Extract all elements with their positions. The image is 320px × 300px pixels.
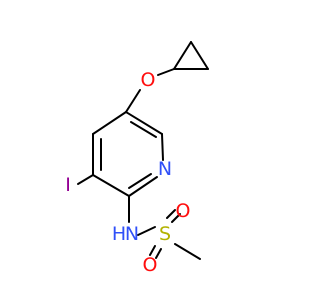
bond-n1-c2 [128, 176, 158, 197]
bond-c5-c6-double [130, 121, 157, 138]
sulfur-label: S [159, 223, 171, 245]
bond-c4-c5 [92, 111, 127, 135]
bond-c3-iodine [77, 174, 94, 185]
bond-cyclopropyl-2 [173, 41, 192, 70]
pyridine-ring [92, 111, 164, 197]
hydrogen-amide-label: H [112, 223, 126, 245]
bond-sulfur-oxygen-1b [166, 209, 176, 219]
bond-cyclopropyl-3 [190, 41, 209, 70]
bond-oxygen-ring [125, 89, 141, 113]
bond-sulfur-methyl [174, 243, 201, 260]
iodine-label: I [65, 174, 71, 196]
nitrogen-ring-label: N [158, 158, 172, 180]
bond-nitrogen-sulfur [137, 226, 156, 236]
nitrogen-amide-label: N [125, 223, 139, 245]
bond-c6-n1 [161, 133, 164, 161]
bond-cyclopropyl-oxygen [157, 68, 175, 76]
bond-sulfur-oxygen-2a [149, 245, 156, 256]
molecule-structure-diagram: O N I H N S O O [65, 41, 209, 276]
bond-c5-c6 [125, 111, 163, 135]
oxygen-sulfonyl-1-label: O [176, 200, 191, 222]
oxygen-sulfonyl-2-label: O [143, 254, 158, 276]
bond-sulfur-oxygen-2b [155, 248, 162, 259]
bond-c2-c3 [92, 174, 130, 197]
cyclopropyl-ring [173, 41, 209, 70]
oxygen-ether-label: O [141, 69, 156, 91]
bond-sulfur-oxygen-1a [171, 213, 181, 223]
bond-n1-c2-double [128, 173, 152, 189]
